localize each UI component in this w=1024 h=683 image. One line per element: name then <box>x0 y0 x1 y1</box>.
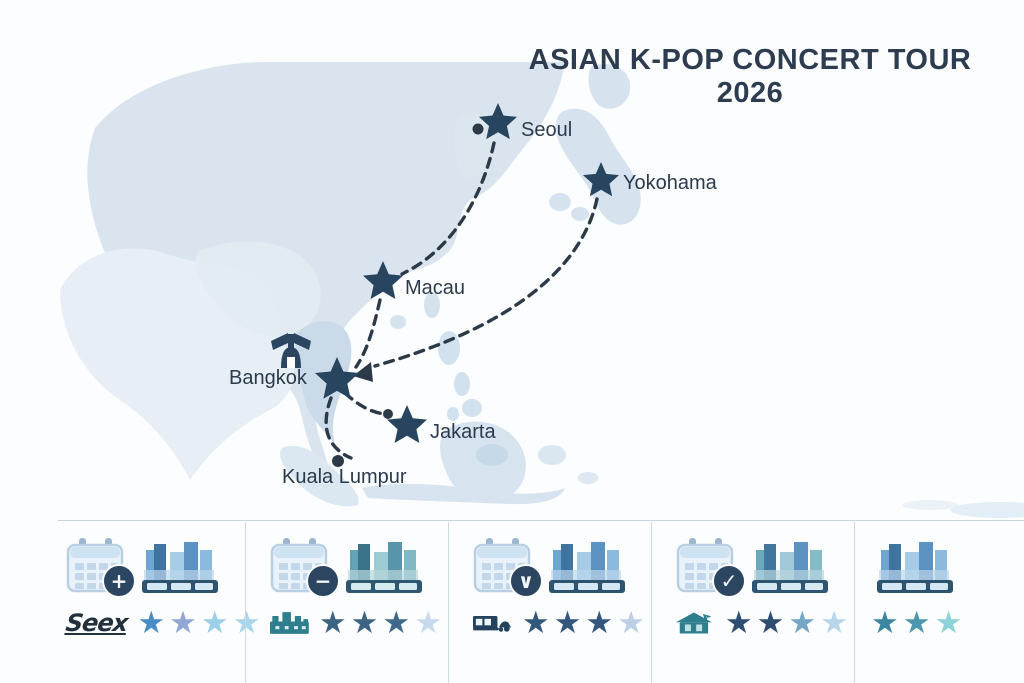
city-star-yokohama <box>583 162 619 197</box>
rating-stars: ★★★★ <box>318 604 442 641</box>
skyline-bars-icon <box>549 542 625 593</box>
rating-star: ★ <box>756 604 785 641</box>
rating-stars: ★★★ <box>871 604 963 641</box>
route-yokohama-bangkok <box>373 197 599 368</box>
calendar-plus-badge: + <box>102 564 136 598</box>
temple-icon <box>271 333 311 368</box>
taiwan-shape <box>424 292 440 318</box>
calendar-chevron-down-badge: ∨ <box>509 564 543 598</box>
philippines-shape <box>438 331 460 365</box>
rating-star: ★ <box>553 604 582 641</box>
city-star-bangkok <box>315 357 359 399</box>
skyline-bars-icon <box>346 542 422 593</box>
legend-panel-3: ∨ <box>448 522 651 683</box>
calendar-check-badge: ✓ <box>712 564 746 598</box>
legend-panel-4: ✓ <box>651 522 854 683</box>
city-label-macau: Macau <box>405 277 466 299</box>
calendar-icon: ∨ <box>473 538 543 598</box>
city-star-seoul <box>479 103 517 140</box>
jakarta-dot <box>383 409 393 419</box>
sumatra-shape <box>280 445 359 507</box>
rating-star: ★ <box>617 604 645 641</box>
scribble-text: Seex <box>64 609 130 637</box>
rating-star: ★ <box>724 604 753 641</box>
rating-star: ★ <box>585 604 614 641</box>
borneo-highland-shape <box>476 444 508 466</box>
hainan-shape <box>390 315 406 329</box>
central-asia-light-shape <box>195 241 321 337</box>
rating-star: ★ <box>902 604 931 641</box>
sea-cloud-shape <box>950 502 1024 518</box>
truck-icon <box>473 615 512 632</box>
calendar-icon: ✓ <box>676 538 746 598</box>
japan-kyushu-shape <box>549 193 571 211</box>
java-shape <box>362 483 565 505</box>
japan-shikoku-shape <box>571 207 589 221</box>
sulawesi-shape <box>538 445 566 465</box>
seoul-dot <box>472 123 484 135</box>
legend-divider <box>58 520 1024 521</box>
rating-star: ★ <box>788 604 817 641</box>
rating-star: ★ <box>382 604 411 641</box>
rating-star: ★ <box>137 604 166 641</box>
castle-icon <box>270 612 309 634</box>
kuala-lumpur-dot <box>332 455 344 467</box>
city-label-bangkok: Bangkok <box>229 367 307 389</box>
rating-star: ★ <box>521 604 550 641</box>
skyline-bars-icon <box>877 542 953 593</box>
mainland-asia-shape <box>87 62 565 482</box>
skyline-bars-icon <box>752 542 828 593</box>
rating-star: ★ <box>414 604 442 641</box>
rating-star: ★ <box>820 604 848 641</box>
rating-star: ★ <box>232 604 261 641</box>
city-star-jakarta <box>387 405 427 443</box>
calendar-minus-badge: − <box>306 564 340 598</box>
city-label-yokohama: Yokohama <box>623 172 717 194</box>
rating-stars: ★★★★ <box>724 604 848 641</box>
korea-shape <box>452 113 495 179</box>
city-star-macau <box>363 261 403 299</box>
route-bangkok-jakarta <box>343 391 386 416</box>
page-title: ASIAN K-POP CONCERT TOUR 2026 <box>528 44 972 109</box>
route-macau-bangkok <box>354 298 382 369</box>
legend-panel-5: ★★★ <box>854 522 1024 683</box>
legend-panel-2: − <box>245 522 448 683</box>
island-shape <box>578 472 598 484</box>
rating-stars: ★★★★ <box>137 604 261 641</box>
city-label-seoul: Seoul <box>521 119 573 141</box>
philippines-shape <box>447 407 459 421</box>
route-arrowhead <box>353 362 373 382</box>
rating-star: ★ <box>169 604 197 641</box>
city-label-jakarta: Jakarta <box>430 421 496 443</box>
calendar-icon: − <box>270 538 340 598</box>
rating-stars: ★★★★ <box>521 604 645 641</box>
japan-honshu-shape <box>556 108 641 225</box>
house-icon <box>676 612 712 634</box>
skyline-bars-icon <box>142 542 218 593</box>
rating-star: ★ <box>934 604 963 641</box>
route-seoul-macau <box>400 141 496 276</box>
rating-star: ★ <box>318 604 347 641</box>
route-bangkok-kl <box>324 396 353 460</box>
japan-north-shape <box>588 64 631 109</box>
legend-panel-1: + Seex ★★★★ <box>42 522 261 683</box>
rating-star: ★ <box>871 604 899 641</box>
rating-star: ★ <box>350 604 379 641</box>
legend-panels: + Seex ★★★★ <box>42 522 1024 683</box>
indochina-shape <box>295 321 352 445</box>
calendar-icon: + <box>66 538 136 598</box>
philippines-shape <box>454 372 470 396</box>
rating-star: ★ <box>200 604 229 641</box>
sea-cloud-shape <box>902 500 958 510</box>
city-label-kuala-lumpur: Kuala Lumpur <box>282 466 407 488</box>
philippines-shape <box>462 399 482 417</box>
